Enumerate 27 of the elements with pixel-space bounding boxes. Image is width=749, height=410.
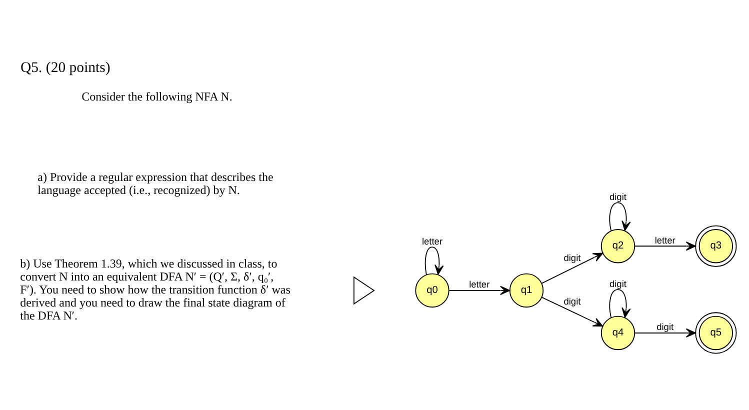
arrow xyxy=(609,289,631,318)
edge-label: digit xyxy=(610,192,626,202)
node-circle: q4 xyxy=(600,316,636,350)
arrow xyxy=(424,246,444,275)
label: Consider the following NFA N. xyxy=(82,89,232,104)
node-circle: q2 xyxy=(600,229,636,264)
arrow xyxy=(448,286,510,296)
arrow xyxy=(541,252,604,284)
arrow xyxy=(634,328,696,338)
edge-label: digit xyxy=(656,322,674,332)
edge-label: letter xyxy=(422,236,443,246)
node-circle: q0 xyxy=(415,273,450,308)
edge-label: digit xyxy=(564,296,581,306)
arrow xyxy=(634,242,696,251)
edge-label: digit xyxy=(610,278,626,289)
node-circle: q3 xyxy=(695,225,737,267)
edge-label: letter xyxy=(654,235,676,246)
label: b) Use Theorem 1.39, which we discussed in class, to convert N into an equivalent DFA N′ = (Q′, Σ, δ′, q₀′, F′). You need to show how the transition function δ′ was derived and you need to draw the final state diagram of the DFA N′. xyxy=(20,256,290,322)
node-circle: q1 xyxy=(509,273,544,308)
node-triangle xyxy=(353,276,375,305)
diagram-title: Q5. (20 points) xyxy=(20,60,110,76)
edge-label: digit xyxy=(564,252,581,263)
edge-label: letter xyxy=(469,280,490,290)
node-circle: q5 xyxy=(695,312,737,354)
label: a) Provide a regular expression that describes the language accepted (i.e., recognized) by N. xyxy=(38,170,274,197)
arrow xyxy=(609,202,631,231)
arrow xyxy=(541,296,604,327)
